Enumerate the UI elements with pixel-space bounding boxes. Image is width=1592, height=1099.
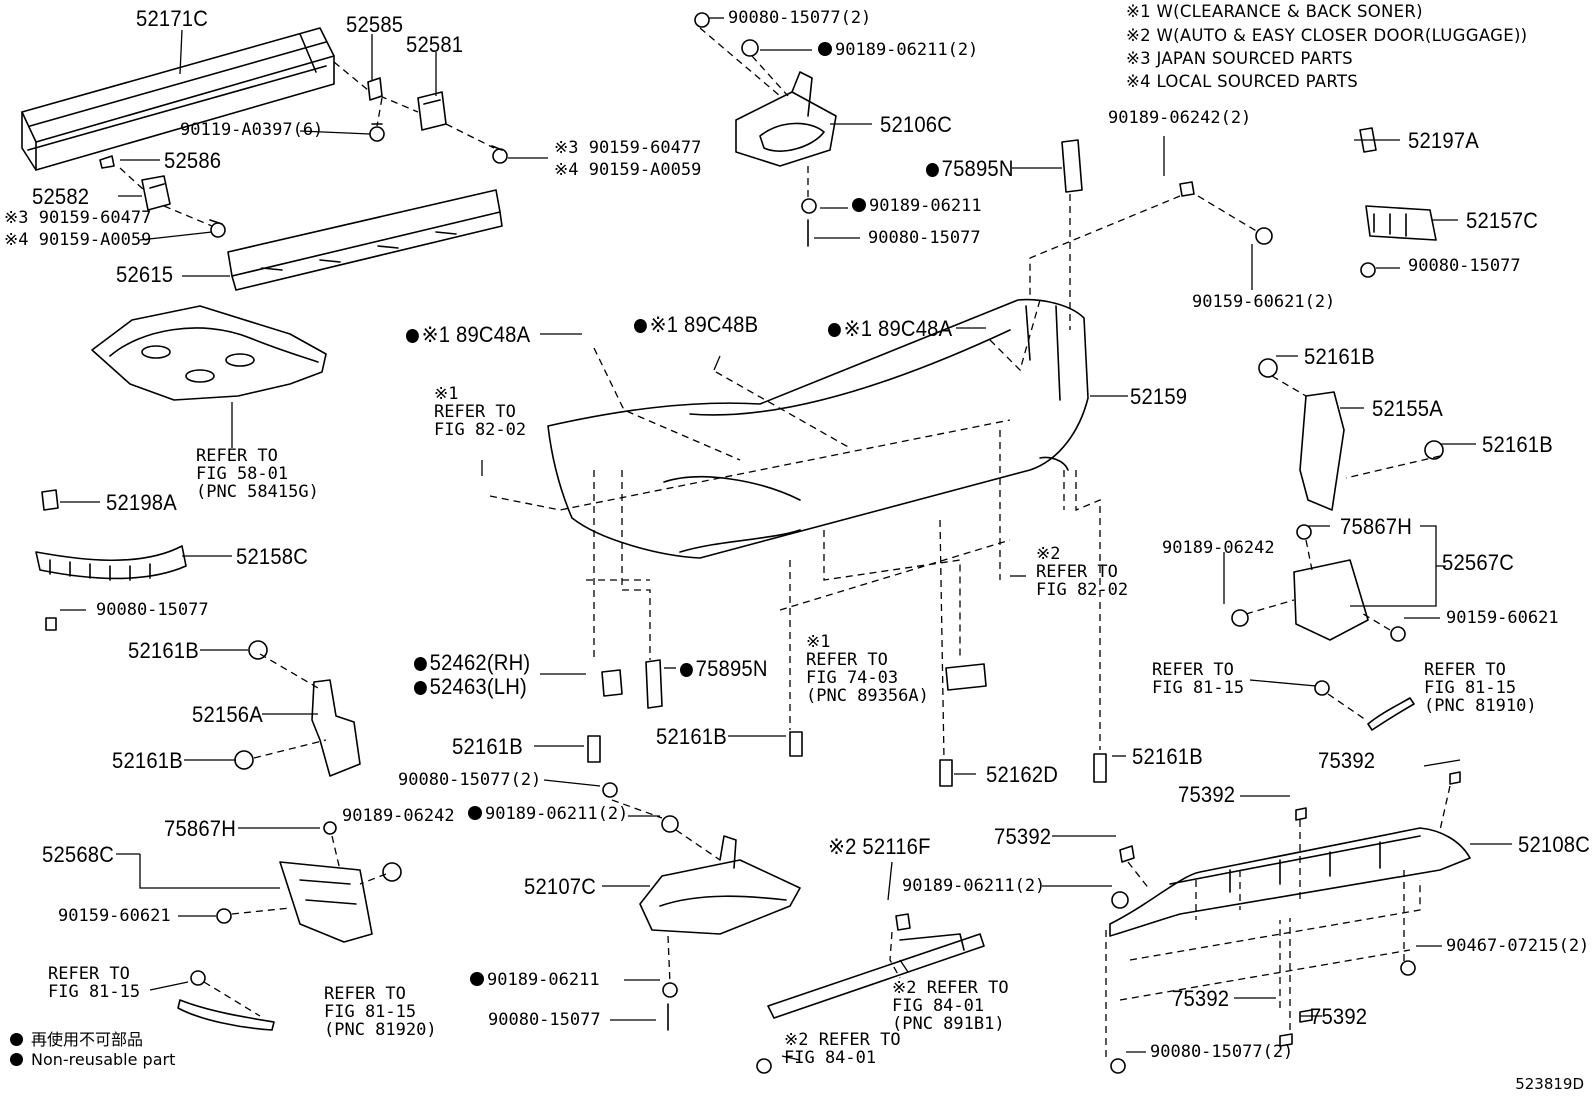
refer-fig-81-15-left-a[interactable]: REFER TO FIG 81-15 [48, 964, 141, 1002]
part-label-52161b-left-1[interactable]: 52161B [128, 638, 199, 663]
part-label-52161b-right-2[interactable]: 52161B [1482, 432, 1553, 457]
part-label-52198a[interactable]: 52198A [106, 490, 177, 515]
part-label-52462-rh[interactable]: 52462(RH) [414, 652, 530, 674]
part-label-52157c[interactable]: 52157C [1466, 208, 1539, 233]
part-label-90189-06242-right-2[interactable]: 90189-06242(2) [1108, 108, 1252, 128]
part-label-52161b-left-2[interactable]: 52161B [112, 748, 183, 773]
part-label-52161b-mid-2[interactable]: 52161B [656, 724, 727, 749]
part-label-52158c[interactable]: 52158C [236, 544, 309, 569]
part-label-52159[interactable]: 52159 [1130, 384, 1188, 409]
part-label-90159-60477-right[interactable]: ※3 90159-60477 [554, 138, 702, 158]
reinforcement-52171c-part [21, 27, 335, 171]
non-reusable-bullet-icon [10, 1053, 23, 1066]
part-label-52582[interactable]: 52582 [32, 184, 90, 209]
part-label-52161b-mid-3[interactable]: 52161B [1132, 744, 1203, 769]
part-label-90189-06242-right[interactable]: 90189-06242 [1162, 538, 1275, 558]
part-label-75392-e[interactable]: 75392 [1310, 1004, 1368, 1029]
part-label-52108c[interactable]: 52108C [1518, 832, 1591, 857]
legend-en: Non-reusable part [10, 1050, 175, 1069]
note-3: ※3 JAPAN SOURCED PARTS [1126, 49, 1353, 68]
part-label-52161b-mid-1[interactable]: 52161B [452, 734, 523, 759]
note-4: ※4 LOCAL SOURCED PARTS [1126, 72, 1359, 91]
part-label-52107c[interactable]: 52107C [524, 874, 597, 899]
bolt-shapes [99, 123, 508, 238]
part-label-52116f[interactable]: ※2 52116F [828, 834, 931, 859]
part-label-90159-60477-left[interactable]: ※3 90159-60477 [4, 208, 152, 228]
part-label-90189-06211-mid[interactable]: 90189-06211 [470, 972, 600, 989]
part-label-52463-lh[interactable]: 52463(LH) [414, 676, 527, 698]
part-label-90189-06211-top[interactable]: 90189-06211 [852, 198, 982, 215]
part-label-90189-06211-right-2[interactable]: 90189-06211(2) [902, 876, 1046, 896]
part-label-90080-15077-left[interactable]: 90080-15077 [96, 600, 209, 620]
part-label-90080-15077-top[interactable]: 90080-15077 [868, 228, 981, 248]
part-label-89c48a-2[interactable]: ※1 89C48A [828, 318, 952, 340]
part-label-90189-06242-left[interactable]: 90189-06242 [342, 806, 455, 826]
part-label-90080-15077-top-2[interactable]: 90080-15077(2) [728, 8, 872, 28]
part-label-90189-06211-mid-2[interactable]: 90189-06211(2) [468, 806, 628, 823]
part-label-90159-60621-left[interactable]: 90159-60621 [58, 906, 171, 926]
part-label-90080-15077-mid-2[interactable]: 90080-15077(2) [398, 770, 542, 790]
refer-fig-81-15-left-b[interactable]: REFER TO FIG 81-15 (PNC 81920) [324, 984, 437, 1040]
refer-fig-81-15-right-b[interactable]: REFER TO FIG 81-15 (PNC 81910) [1424, 660, 1537, 716]
part-label-52171c[interactable]: 52171C [136, 6, 209, 31]
part-label-75895n-top[interactable]: 75895N [926, 158, 1014, 180]
part-label-52155a[interactable]: 52155A [1372, 396, 1443, 421]
part-label-90159-60621-right[interactable]: 90159-60621 [1446, 608, 1559, 628]
bumper-cover-52159-part [547, 298, 1089, 559]
part-label-52161b-right-1[interactable]: 52161B [1304, 344, 1375, 369]
part-label-75392-a[interactable]: 75392 [1318, 748, 1376, 773]
legend-en-text: Non-reusable part [31, 1050, 176, 1069]
part-label-89c48b[interactable]: ※1 89C48B [634, 314, 758, 336]
part-label-75867h-left[interactable]: 75867H [164, 816, 237, 841]
part-label-52586[interactable]: 52586 [164, 148, 222, 173]
part-label-90080-15077-right-2[interactable]: 90080-15077(2) [1150, 1042, 1294, 1062]
part-label-52106c[interactable]: 52106C [880, 112, 953, 137]
part-label-52567c[interactable]: 52567C [1442, 550, 1515, 575]
refer-fig-74-03[interactable]: ※1 REFER TO FIG 74-03 (PNC 89356A) [806, 632, 929, 706]
part-label-52615[interactable]: 52615 [116, 262, 174, 287]
part-label-75895n-mid[interactable]: 75895N [680, 658, 768, 680]
legend-jp: 再使用不可部品 [10, 1026, 143, 1050]
refer-fig-58-01[interactable]: REFER TO FIG 58-01 (PNC 58415G) [196, 446, 319, 502]
non-reusable-bullet-icon [10, 1033, 23, 1046]
part-label-90189-06211-top-2[interactable]: 90189-06211(2) [818, 42, 978, 59]
part-label-90159-60621-right-2[interactable]: 90159-60621(2) [1192, 292, 1336, 312]
refer-fig-84-01-b[interactable]: ※2 REFER TO FIG 84-01 [784, 1030, 901, 1068]
part-label-52197a[interactable]: 52197A [1408, 128, 1479, 153]
part-label-75867h-right[interactable]: 75867H [1340, 514, 1413, 539]
diagram-code: 523819D [1515, 1075, 1584, 1093]
spoiler-52108c-part [1109, 827, 1471, 937]
refer-fig-82-02-b[interactable]: ※2 REFER TO FIG 82-02 [1036, 544, 1129, 600]
part-label-90159-a0059-left[interactable]: ※4 90159-A0059 [4, 230, 152, 250]
part-label-90159-a0059-right[interactable]: ※4 90159-A0059 [554, 160, 702, 180]
note-1: ※1 W(CLEARANCE & BACK SONER) [1126, 2, 1423, 21]
part-label-52568c[interactable]: 52568C [42, 842, 115, 867]
refer-fig-81-15-right-a[interactable]: REFER TO FIG 81-15 [1152, 660, 1245, 698]
part-label-52585[interactable]: 52585 [346, 12, 404, 37]
refer-fig-84-01-a[interactable]: ※2 REFER TO FIG 84-01 (PNC 891B1) [892, 978, 1009, 1034]
part-label-90119-a0397[interactable]: 90119-A0397(6) [180, 120, 324, 140]
part-label-52156a[interactable]: 52156A [192, 702, 263, 727]
part-label-75392-c[interactable]: 75392 [994, 824, 1052, 849]
legend-jp-text: 再使用不可部品 [31, 1030, 144, 1049]
part-label-75392-d[interactable]: 75392 [1172, 986, 1230, 1011]
part-label-90080-15077-right[interactable]: 90080-15077 [1408, 256, 1521, 276]
part-label-75392-b[interactable]: 75392 [1178, 782, 1236, 807]
part-label-52581[interactable]: 52581 [406, 32, 464, 57]
part-label-89c48a-1[interactable]: ※1 89C48A [406, 324, 530, 346]
part-label-52162d[interactable]: 52162D [986, 762, 1059, 787]
note-2: ※2 W(AUTO & EASY CLOSER DOOR(LUGGAGE)) [1126, 26, 1528, 45]
part-label-90467-07215[interactable]: 90467-07215(2) [1446, 936, 1590, 956]
refer-fig-82-02-a[interactable]: ※1 REFER TO FIG 82-02 [434, 384, 527, 440]
part-label-90080-15077-mid[interactable]: 90080-15077 [488, 1010, 601, 1030]
